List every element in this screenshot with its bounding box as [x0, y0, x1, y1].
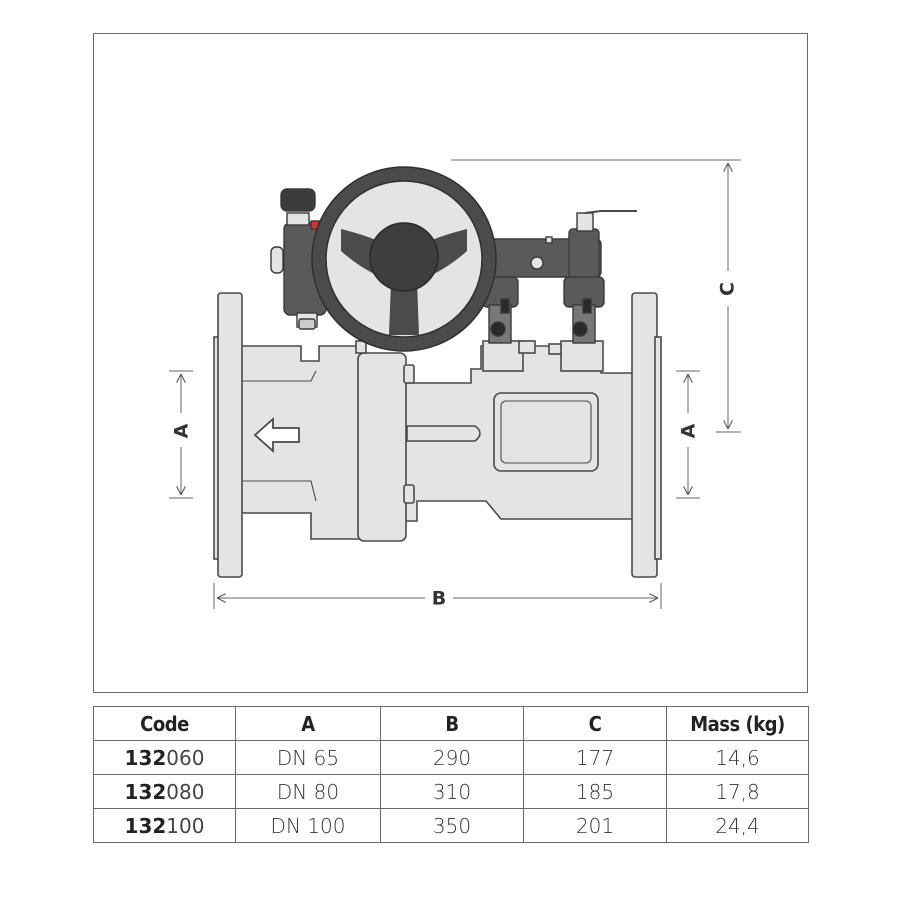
table-row: 132060 DN 65 290 177 14,6 — [93, 740, 809, 775]
cell-a: DN 100 — [235, 808, 381, 843]
table-row: 132080 DN 80 310 185 17,8 — [93, 774, 809, 809]
code-prefix: 132 — [124, 779, 167, 804]
technical-drawing-frame: C A A B — [93, 33, 808, 693]
left-flange — [213, 292, 243, 578]
handwheel — [311, 166, 497, 352]
code-suffix: 080 — [166, 779, 205, 804]
specification-table: Code A B C Mass (kg) 132060 DN 65 290 17… — [93, 706, 809, 843]
dimension-label-a-left: A — [171, 423, 193, 438]
code-suffix: 100 — [166, 813, 205, 838]
dimension-a-right — [676, 370, 700, 499]
header-b: B — [380, 706, 524, 741]
dimension-label-b: B — [432, 588, 446, 610]
right-flange — [631, 292, 662, 578]
table-row: 132100 DN 100 350 201 24,4 — [93, 808, 809, 843]
cell-c: 201 — [523, 808, 667, 843]
header-c: C — [523, 706, 667, 741]
dimension-label-c: C — [717, 282, 739, 296]
cell-mass: 14,6 — [666, 740, 809, 775]
middle-flange — [355, 340, 415, 542]
cell-mass: 17,8 — [666, 774, 809, 809]
cell-b: 290 — [380, 740, 524, 775]
cell-b: 350 — [380, 808, 524, 843]
valve-drawing: C A A B — [169, 159, 741, 610]
cell-c: 177 — [523, 740, 667, 775]
code-suffix: 060 — [166, 745, 205, 770]
valve-body — [238, 340, 634, 540]
header-code: Code — [93, 706, 236, 741]
bypass-manifold — [480, 210, 637, 344]
code-prefix: 132 — [124, 745, 167, 770]
flow-direction-arrow-icon — [253, 416, 300, 454]
cell-code: 132060 — [93, 740, 236, 775]
cell-a: DN 80 — [235, 774, 381, 809]
header-mass: Mass (kg) — [666, 706, 809, 741]
cell-mass: 24,4 — [666, 808, 809, 843]
dimension-label-a-right: A — [678, 423, 700, 438]
table-header-row: Code A B C Mass (kg) — [93, 706, 809, 741]
code-prefix: 132 — [124, 813, 167, 838]
cell-b: 310 — [380, 774, 524, 809]
dimension-b — [213, 583, 662, 609]
cell-c: 185 — [523, 774, 667, 809]
cell-code: 132100 — [93, 808, 236, 843]
cell-code: 132080 — [93, 774, 236, 809]
dimension-a-left — [169, 370, 193, 499]
cell-a: DN 65 — [235, 740, 381, 775]
dimension-c — [451, 159, 741, 433]
header-a: A — [235, 706, 381, 741]
